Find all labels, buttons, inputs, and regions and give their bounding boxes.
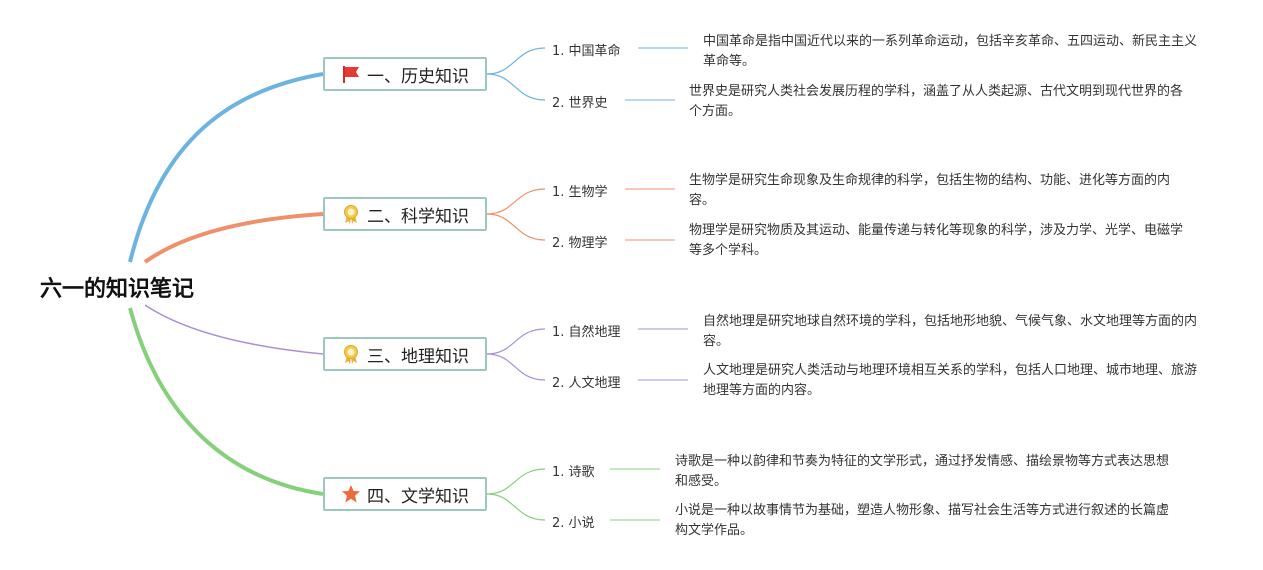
leaf-description: 世界史是研究人类社会发展历程的学科，涵盖了从人类起源、古代文明到现代世界的各个方…	[689, 84, 1184, 119]
branch-label: 三、地理知识	[367, 346, 469, 367]
leaf-poetry[interactable]: 1. 诗歌	[552, 465, 595, 480]
history-to-leaf-2-connector	[486, 73, 546, 101]
orange-star-icon	[341, 484, 361, 504]
leaf-description: 小说是一种以故事情节为基础，塑造人物形象、描写社会生活等方式进行叙述的长篇虚构文…	[675, 503, 1170, 538]
leaf-world-history[interactable]: 2. 世界史	[552, 96, 608, 111]
leaf-description: 生物学是研究生命现象及生命规律的科学，包括生物的结构、功能、进化等方面的内容。	[689, 173, 1171, 208]
branch-label: 四、文学知识	[367, 486, 469, 507]
root-to-literature-connector	[128, 307, 324, 496]
literature-to-leaf-1-connector	[486, 468, 546, 495]
leaf-physical-geography[interactable]: 1. 自然地理	[552, 325, 621, 340]
branch-label: 二、科学知识	[367, 206, 469, 227]
award-ribbon-icon	[341, 344, 361, 364]
leaf-description: 诗歌是一种以韵律和节奏为特征的文学形式，通过抒发情感、描绘景物等方式表达思想和感…	[675, 454, 1170, 489]
leaf-physics[interactable]: 2. 物理学	[552, 236, 608, 251]
root-to-science-connector	[143, 212, 324, 264]
science-to-leaf-2-connector	[486, 213, 546, 241]
leaf-novel[interactable]: 2. 小说	[552, 516, 595, 531]
literature-to-leaf-2-connector	[486, 493, 546, 521]
leaf-china-revolution[interactable]: 1. 中国革命	[552, 44, 621, 59]
science-to-leaf-1-connector	[486, 188, 546, 215]
award-ribbon-icon	[341, 204, 361, 224]
branch-history[interactable]: 一、历史知识	[323, 57, 487, 91]
leaf-human-geography[interactable]: 2. 人文地理	[552, 376, 621, 391]
branch-label: 一、历史知识	[367, 66, 469, 87]
leaf-description: 人文地理是研究人类活动与地理环境相互关系的学科，包括人口地理、城市地理、旅游地理…	[703, 363, 1198, 398]
leaf-description: 中国革命是指中国近代以来的一系列革命运动，包括辛亥革命、五四运动、新民主主义革命…	[703, 34, 1198, 69]
red-flag-icon	[341, 64, 361, 84]
root-to-history-connector	[128, 72, 324, 263]
branch-literature[interactable]: 四、文学知识	[323, 477, 487, 511]
leaf-biology[interactable]: 1. 生物学	[552, 185, 608, 200]
leaf-description: 物理学是研究物质及其运动、能量传递与转化等现象的科学，涉及力学、光学、电磁学等多…	[689, 223, 1184, 258]
root-to-geography-connector	[144, 304, 324, 355]
branch-science[interactable]: 二、科学知识	[323, 197, 487, 231]
branch-geography[interactable]: 三、地理知识	[323, 337, 487, 371]
root-topic[interactable]: 六一的知识笔记	[40, 277, 195, 302]
history-to-leaf-1-connector	[486, 47, 546, 75]
geography-to-leaf-2-connector	[486, 353, 546, 381]
geography-to-leaf-1-connector	[486, 328, 546, 355]
leaf-description: 自然地理是研究地球自然环境的学科，包括地形地貌、气候气象、水文地理等方面的内容。	[703, 314, 1198, 349]
